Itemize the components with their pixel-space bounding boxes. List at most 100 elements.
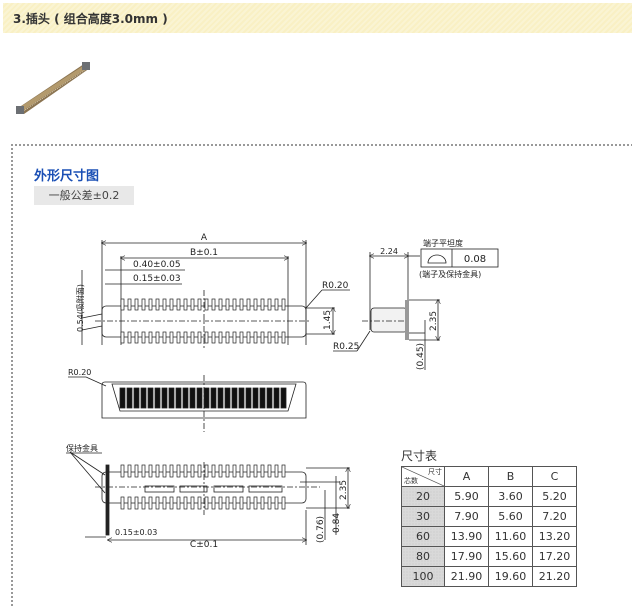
terminal-pin [210, 387, 217, 409]
terminal-pin [238, 387, 245, 409]
terminal-pin [281, 331, 286, 344]
terminal-pin [133, 387, 140, 409]
terminal-pin [197, 464, 202, 478]
terminal-pin [218, 298, 223, 311]
terminal-pin [190, 496, 195, 510]
terminal-pin [232, 496, 237, 510]
cell-c: 5.20 [532, 486, 577, 507]
terminal-pin [155, 464, 160, 478]
terminal-pin [176, 464, 181, 478]
terminal-pin [204, 496, 209, 510]
terminal-pin [281, 298, 286, 311]
terminal-pin [154, 387, 161, 409]
terminal-pin [273, 387, 280, 409]
terminal-pin [203, 387, 210, 409]
dimension-table-title: 尺寸表 [401, 449, 438, 463]
cell-c: 7.20 [532, 506, 577, 527]
terminal-pin [127, 464, 132, 478]
terminal-pin [162, 464, 167, 478]
terminal-pin [190, 298, 195, 311]
terminal-pin [274, 496, 279, 510]
terminal-pin [147, 387, 154, 409]
terminal-pin [120, 464, 125, 478]
cell-c: 13.20 [532, 526, 577, 547]
terminal-pin [176, 298, 181, 311]
terminal-pin [218, 331, 223, 344]
terminal-pin [211, 331, 216, 344]
corner-label-size: 尺寸 [428, 468, 442, 476]
terminal-pin [239, 331, 244, 344]
cell-a: 21.90 [444, 566, 489, 587]
terminal-pin [183, 298, 188, 311]
terminal-width-label: 0.15±0.03 [133, 274, 181, 284]
terminal-pin [252, 387, 259, 409]
terminal-pin [260, 331, 265, 344]
terminal-pin [141, 496, 146, 510]
terminal-pin [225, 464, 230, 478]
terminal-pin [134, 496, 139, 510]
dim-c-label: C±0.1 [190, 540, 218, 550]
row-pins: 100 [401, 566, 445, 587]
terminal-pin [134, 464, 139, 478]
terminal-pin [126, 387, 133, 409]
terminal-pin [141, 464, 146, 478]
terminal-pin [183, 464, 188, 478]
cell-b: 19.60 [488, 566, 533, 587]
retainer-label: 保持金具 [66, 443, 98, 453]
terminal-pin [224, 387, 231, 409]
row-pins: 20 [401, 486, 445, 507]
terminal-pin [225, 331, 230, 344]
radius-bottom-label: R0.25 [333, 342, 359, 352]
terminal-pin [267, 464, 272, 478]
terminal-pin [225, 496, 230, 510]
terminal-pin [211, 464, 216, 478]
terminal-pin [232, 298, 237, 311]
section-header: 3.插头 ( 组合高度3.0mm ) [3, 3, 632, 33]
terminal-pin [169, 298, 174, 311]
bottom-view [66, 451, 350, 545]
terminal-pin [155, 331, 160, 344]
column-header-c: C [532, 466, 577, 487]
terminal-pin [266, 387, 273, 409]
terminal-pin [190, 464, 195, 478]
terminal-pin [232, 464, 237, 478]
terminal-pin [176, 331, 181, 344]
general-tolerance-badge: 一般公差±0.2 [34, 186, 134, 205]
terminal-pin [162, 496, 167, 510]
flatness-value: 0.08 [464, 254, 486, 265]
terminal-pin [182, 387, 189, 409]
terminal-pin [253, 331, 258, 344]
column-header-a: A [444, 466, 489, 487]
cell-a: 13.90 [444, 526, 489, 547]
table-row: 20 5.90 3.60 5.20 [401, 486, 577, 507]
row-pins: 60 [401, 526, 445, 547]
terminal-pin [239, 496, 244, 510]
top-view [81, 240, 350, 350]
terminal-pin [253, 464, 258, 478]
terminal-pin [246, 496, 251, 510]
terminal-pin [267, 298, 272, 311]
terminal-pin [155, 496, 160, 510]
terminal-pin [120, 298, 125, 311]
terminal-pin [127, 331, 132, 344]
terminal-pin [239, 464, 244, 478]
terminal-pin [134, 331, 139, 344]
cell-a: 7.90 [444, 506, 489, 527]
terminal-pin [169, 496, 174, 510]
terminal-pin [197, 496, 202, 510]
terminal-pin [218, 464, 223, 478]
terminal-pin [169, 464, 174, 478]
terminal-pin [211, 496, 216, 510]
terminal-pin [204, 464, 209, 478]
terminal-pin [141, 298, 146, 311]
terminal-pin [168, 387, 175, 409]
terminal-pin [267, 331, 272, 344]
table-row: 80 17.90 15.60 17.20 [401, 546, 577, 567]
terminal-pin [148, 331, 153, 344]
column-header-b: B [488, 466, 533, 487]
terminal-pin [218, 496, 223, 510]
terminal-pin [140, 387, 147, 409]
terminal-pin [119, 387, 126, 409]
table-header-row: 尺寸 芯数 A B C [401, 466, 577, 487]
technical-drawing: A B±0.1 0.40±0.05 0.15±0.03 0.54(吸附面) R0… [66, 233, 499, 550]
